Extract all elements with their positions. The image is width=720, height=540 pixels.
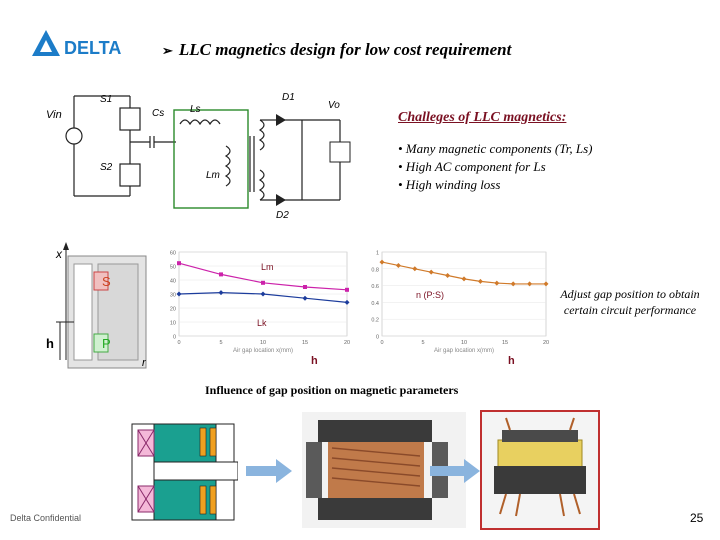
series-label: Lk <box>257 318 267 328</box>
data-point <box>219 272 223 277</box>
x-tick-label: 20 <box>344 340 350 346</box>
arrow-right-icon <box>430 459 480 483</box>
y-tick-label: 20 <box>170 307 176 313</box>
d2-label: D2 <box>276 210 289 221</box>
y-tick-label: 10 <box>170 321 176 327</box>
data-point <box>260 291 266 297</box>
bullet-arrow-icon: ➢ <box>162 43 173 58</box>
x-axis-label: x <box>55 247 63 261</box>
data-point <box>461 276 467 282</box>
x-axis-label: Air gap location x(mm) <box>434 348 494 354</box>
x-tick-label: 5 <box>421 340 424 346</box>
data-point <box>428 269 434 275</box>
vo-label: Vo <box>328 100 340 111</box>
x-tick-label: 0 <box>177 340 180 346</box>
confidential-label: Delta Confidential <box>10 513 82 523</box>
data-point <box>302 295 308 301</box>
y-tick-label: 0.6 <box>371 284 379 290</box>
s2-label: S2 <box>100 162 113 173</box>
data-point <box>477 278 483 284</box>
data-point <box>344 299 350 305</box>
x-tick-label: 0 <box>380 340 383 346</box>
y-tick-label: 30 <box>170 293 176 299</box>
y-tick-label: 1 <box>376 251 379 257</box>
y-tick-label: 0.4 <box>371 301 379 307</box>
x-tick-label: 10 <box>260 340 266 346</box>
lm-label: Lm <box>206 170 220 181</box>
challenges-list: • Many magnetic components (Tr, Ls) • Hi… <box>398 140 592 194</box>
data-point <box>345 287 349 292</box>
adjust-note: Adjust gap position to obtain certain ci… <box>560 287 700 317</box>
x-tick-label: 15 <box>302 340 308 346</box>
llc-circuit-diagram: Vin S1 S2 Cs Ls Lm D1 D2 Vo <box>46 92 351 221</box>
y-tick-label: 0 <box>173 335 176 341</box>
challenge-item: • Many magnetic components (Tr, Ls) <box>398 141 593 156</box>
data-point <box>261 280 265 285</box>
slide-title: ➢ LLC magnetics design for low cost requi… <box>162 40 511 60</box>
core-cross-section: x S P h r <box>46 242 147 369</box>
data-point <box>303 285 307 289</box>
data-point <box>543 281 549 287</box>
ls-label: Ls <box>190 104 201 115</box>
d1-label: D1 <box>282 92 295 103</box>
y-tick-label: 60 <box>170 251 176 257</box>
y-tick-label: 0.8 <box>371 267 379 273</box>
h-annotation: h <box>311 355 318 366</box>
data-point <box>527 281 533 287</box>
x-axis-label: Air gap location x(mm) <box>233 348 293 354</box>
delta-logo-text: DELTA <box>64 38 121 58</box>
vin-label: Vin <box>46 109 62 121</box>
h-annotation: h <box>508 355 515 366</box>
challenge-item: • High AC component for Ls <box>398 159 546 174</box>
r-label: r <box>142 357 147 369</box>
data-point <box>218 290 224 296</box>
series-label: n (P:S) <box>416 290 444 300</box>
y-tick-label: 0 <box>376 335 379 341</box>
plot-area <box>381 251 547 337</box>
data-point <box>176 291 182 297</box>
x-tick-label: 10 <box>461 340 467 346</box>
winding-schematic <box>131 423 238 521</box>
delta-logo: DELTA <box>32 30 121 58</box>
x-tick-label: 15 <box>502 340 508 346</box>
data-point <box>412 266 418 272</box>
cs-label: Cs <box>152 108 164 119</box>
data-point <box>177 261 181 266</box>
x-tick-label: 20 <box>543 340 549 346</box>
h-label: h <box>46 336 54 351</box>
p-winding-label: P <box>102 336 111 351</box>
data-point <box>494 280 500 286</box>
challenge-item: • High winding loss <box>398 177 501 192</box>
s1-label: S1 <box>100 94 112 105</box>
slide-title-text: LLC magnetics design for low cost requir… <box>178 40 512 59</box>
y-tick-label: 40 <box>170 279 176 285</box>
y-tick-label: 50 <box>170 265 176 271</box>
y-tick-label: 0.2 <box>371 318 379 324</box>
s-winding-label: S <box>102 274 111 289</box>
arrow-right-icon <box>246 459 292 483</box>
data-point <box>510 281 516 287</box>
data-point <box>379 259 385 265</box>
page-number: 25 <box>690 511 704 525</box>
figure-caption: Influence of gap position on magnetic pa… <box>205 383 459 397</box>
data-point <box>445 273 451 279</box>
series-label: Lm <box>261 262 274 272</box>
challenges-title: Challeges of LLC magnetics: <box>398 110 567 125</box>
data-point <box>395 262 401 268</box>
transformer-photo-2 <box>480 410 600 530</box>
x-tick-label: 5 <box>219 340 222 346</box>
